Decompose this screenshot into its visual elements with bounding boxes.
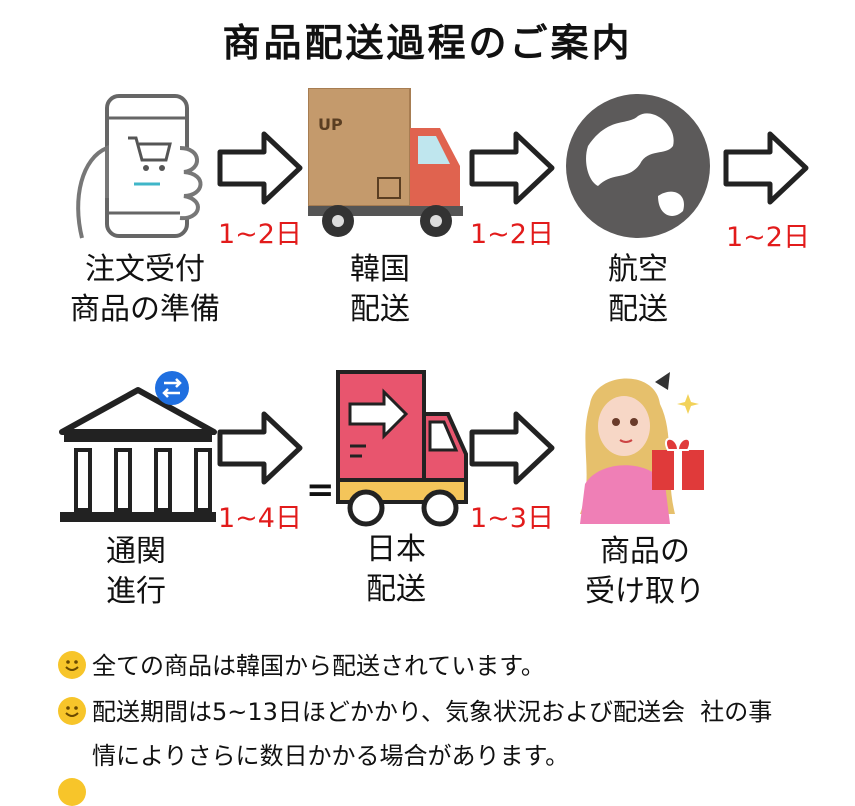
note-line: 情によりさらに数日かかる場合があります。 [92,742,570,770]
arrow-right-icon [217,131,303,205]
customs-building-icon [59,371,217,522]
equals-sign: = [306,470,335,510]
arrow-right-icon [469,411,555,485]
step-label: 韓国 配送 [350,252,410,327]
step-label: 日本 配送 [366,532,426,607]
duration-label: 1~2日 [218,219,302,250]
arrow-right-icon [723,131,809,205]
duration-label: 1~2日 [726,222,810,253]
duration-label: 1~3日 [470,503,554,534]
step-label: 通関 進行 [106,534,166,609]
moving-truck-icon: UP [308,88,463,237]
smile-icon [58,778,86,806]
delivery-truck-icon [336,370,468,527]
arrow-right-icon [217,411,303,485]
globe-plane-icon [566,94,710,238]
page-title: 商品配送過程のご案内 [222,21,633,65]
note-line: 配送期間は5~13日ほどかかり、気象状況および配送会 社の事 [58,692,772,732]
arrow-right-icon [469,131,555,205]
smile-icon [58,697,86,725]
step-label: 航空 配送 [608,252,668,327]
phone-cart-icon [76,94,203,239]
duration-label: 1~4日 [218,503,302,534]
note-line: 全ての商品は韓国から配送されています。 [58,646,545,686]
step-label: 商品の 受け取り [585,534,705,609]
box-label: UP [318,115,343,134]
step-label: 注文受付 商品の準備 [70,252,220,327]
smile-icon [58,651,86,679]
duration-label: 1~2日 [470,219,554,250]
anime-girl-gift-icon [560,364,720,524]
exchange-icon [155,371,189,405]
